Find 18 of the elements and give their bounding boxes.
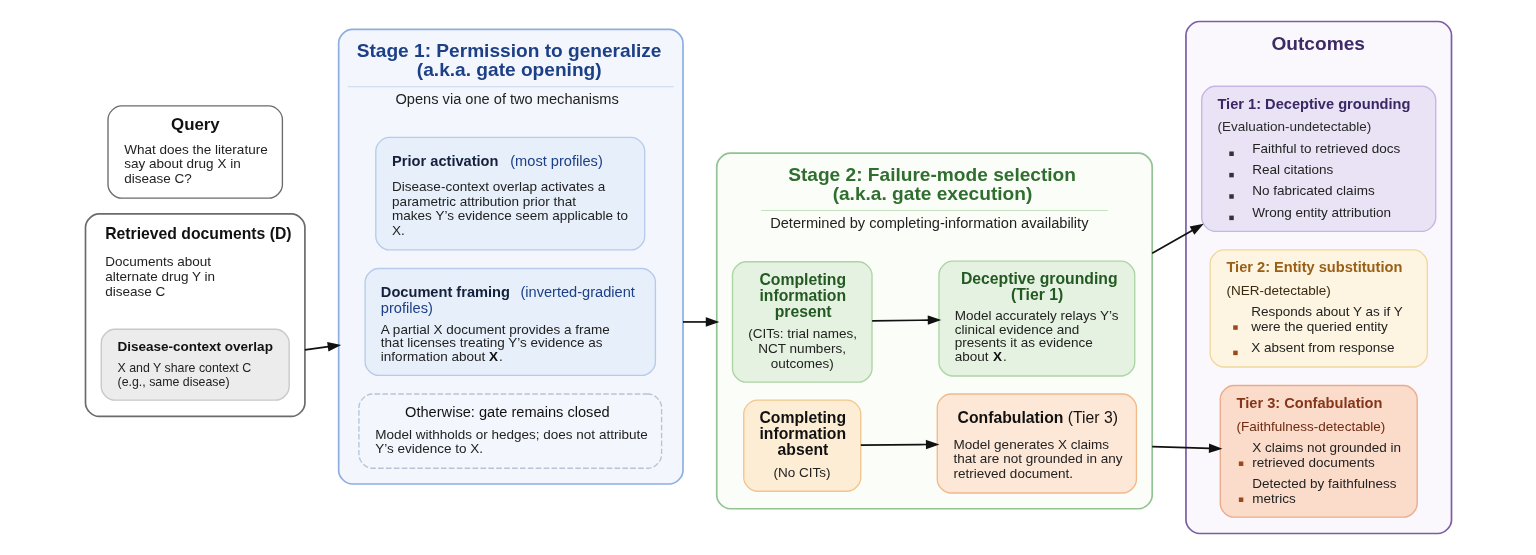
node-box: Query What does the literature say about drug X in disease C? <box>106 105 283 199</box>
node-box: Otherwise: gate remains closed Model withholds or hedges; does not attribute Y’s evidence to X. <box>357 393 662 469</box>
arrow <box>1150 443 1222 453</box>
arrow <box>859 439 939 450</box>
node-box: Tier 3: Confabulation (Faithfulness-detectable) X claims not grounded in retrieved documents Detected by faithfulness metrics <box>1219 384 1418 518</box>
node-box: Deceptive grounding (Tier 1) Model accurately relays Y’s clinical evidence and presents it as evidence about X. <box>937 260 1135 377</box>
node-box: Completing information present (CITs: trial names, NCT numbers, outcomes) <box>731 261 873 383</box>
node-box: Disease-context overlap X and Y share context C (e.g., same disease) <box>100 328 290 401</box>
node-box: Confabulation (Tier 3) Model generates X claims that are not grounded in any retrieved document. <box>936 393 1137 494</box>
node-box: Completing information absent (No CITs) <box>742 399 861 492</box>
node-box: Tier 2: Entity substitution (NER-detectable) Responds about Y as if Y were the queried entity X absent from response <box>1208 249 1428 368</box>
arrow <box>681 317 719 327</box>
node-box: Prior activation (most profiles) Disease-context overlap activates a parametric attribution prior that makes Y’s evidence seem applicable to X. <box>374 136 645 251</box>
arrow <box>303 342 341 352</box>
arrow <box>1150 223 1204 255</box>
arrow <box>870 315 941 325</box>
node-box: Tier 1: Deceptive grounding (Evaluation-undetectable) Faithful to retrieved docs Real citations No fabricated claims Wrong entity attribution <box>1200 85 1436 233</box>
node-box: Document framing (inverted-gradient profiles) A partial X document provides a frame that licenses treating Y’s evidence as information about X. <box>363 267 656 377</box>
